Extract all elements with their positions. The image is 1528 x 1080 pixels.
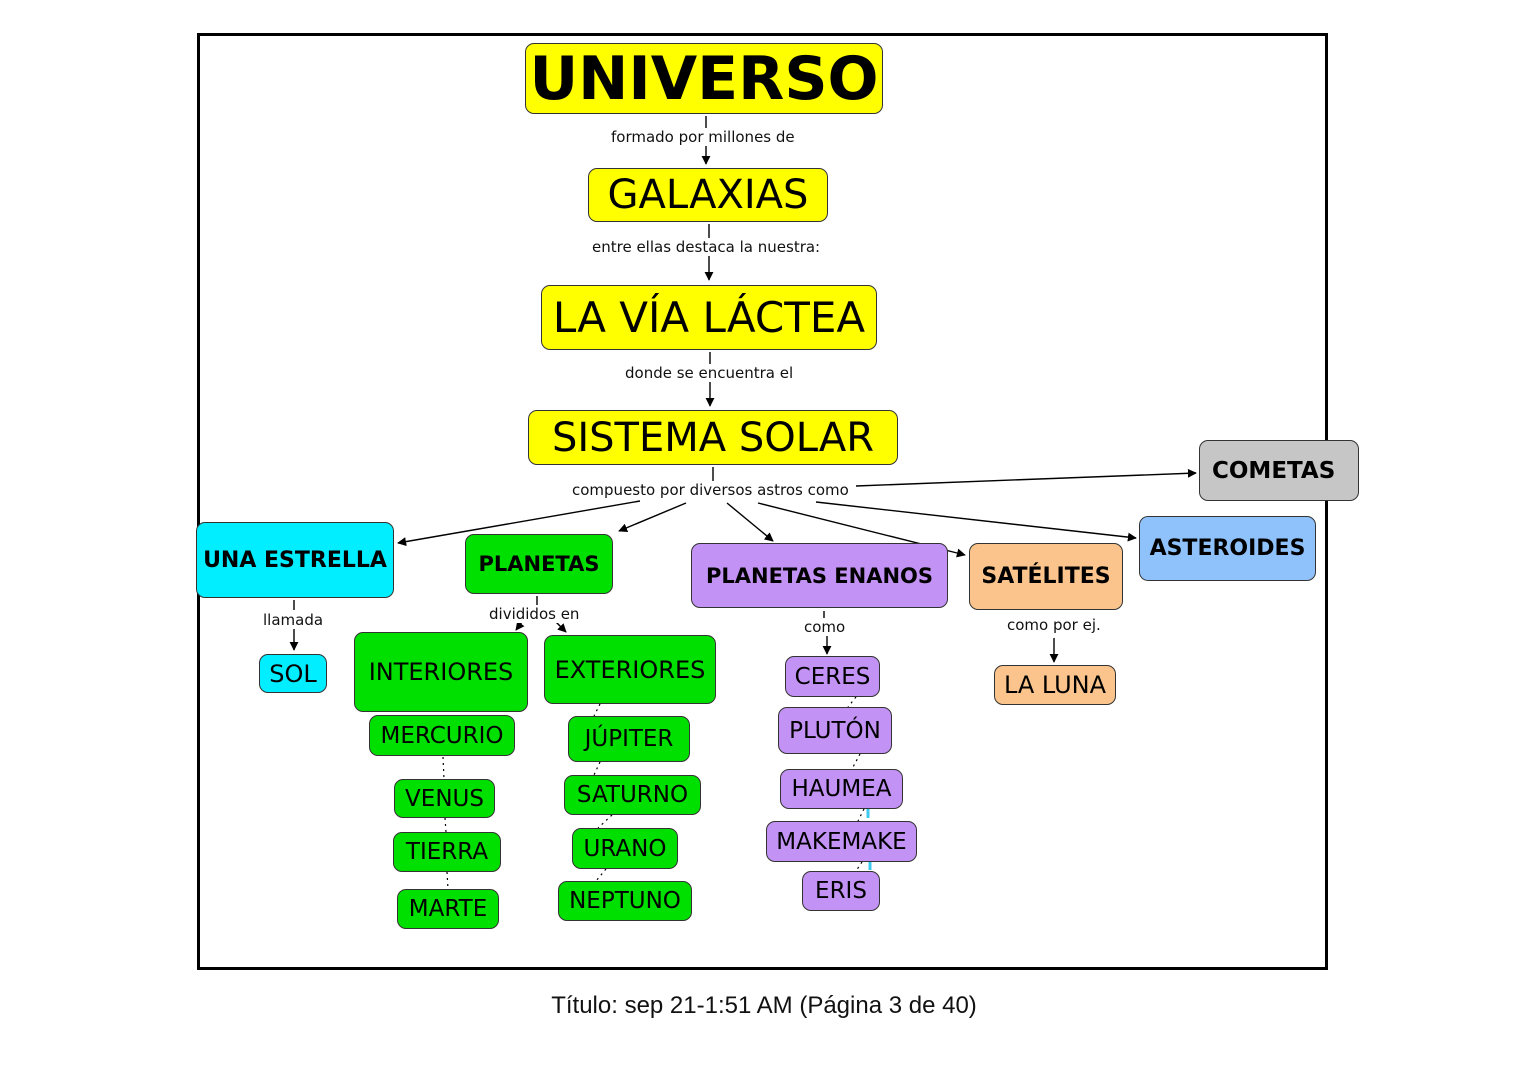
node-asteroides[interactable]: ASTEROIDES — [1139, 516, 1316, 581]
link-label-llamada: llamada — [261, 611, 326, 629]
link-label-donde-se: donde se encuentra el — [623, 364, 796, 382]
node-urano[interactable]: URANO — [572, 828, 678, 869]
node-makemake[interactable]: MAKEMAKE — [766, 821, 917, 862]
link-label-compuesto-por: compuesto por diversos astros como — [570, 481, 851, 499]
node-cometas[interactable]: COMETAS — [1199, 440, 1359, 501]
link-label-entre-ellas: entre ellas destaca la nuestra: — [590, 238, 823, 256]
page-footer-title: Título: sep 21-1:51 AM (Página 3 de 40) — [551, 992, 977, 1019]
link-label-como-por-ej: como por ej. — [1005, 616, 1103, 634]
node-tierra[interactable]: TIERRA — [393, 832, 501, 872]
node-mercurio[interactable]: MERCURIO — [369, 715, 515, 756]
node-planetas[interactable]: PLANETAS — [465, 534, 613, 594]
node-ceres[interactable]: CERES — [785, 656, 880, 697]
node-sol[interactable]: SOL — [259, 654, 327, 693]
node-venus[interactable]: VENUS — [394, 779, 495, 818]
node-sistema-solar[interactable]: SISTEMA SOLAR — [528, 410, 898, 465]
node-neptuno[interactable]: NEPTUNO — [558, 881, 692, 921]
node-planetas-enanos[interactable]: PLANETAS ENANOS — [691, 543, 948, 608]
node-universo[interactable]: UNIVERSO — [525, 43, 883, 114]
node-una-estrella[interactable]: UNA ESTRELLA — [196, 522, 394, 598]
node-via-lactea[interactable]: LA VÍA LÁCTEA — [541, 285, 877, 350]
link-label-formado-por: formado por millones de — [609, 128, 797, 146]
node-satelites[interactable]: SATÉLITES — [969, 543, 1123, 610]
node-marte[interactable]: MARTE — [397, 889, 499, 929]
node-haumea[interactable]: HAUMEA — [780, 769, 903, 809]
link-label-divididos-en: divididos en — [487, 605, 582, 623]
node-saturno[interactable]: SATURNO — [564, 775, 701, 815]
node-jupiter[interactable]: JÚPITER — [568, 716, 690, 762]
node-interiores[interactable]: INTERIORES — [354, 632, 528, 712]
node-pluton[interactable]: PLUTÓN — [778, 707, 892, 754]
link-label-como: como — [802, 618, 848, 636]
node-galaxias[interactable]: GALAXIAS — [588, 168, 828, 222]
node-exteriores[interactable]: EXTERIORES — [544, 635, 716, 704]
node-la-luna[interactable]: LA LUNA — [994, 665, 1116, 705]
node-eris[interactable]: ERIS — [802, 871, 880, 911]
